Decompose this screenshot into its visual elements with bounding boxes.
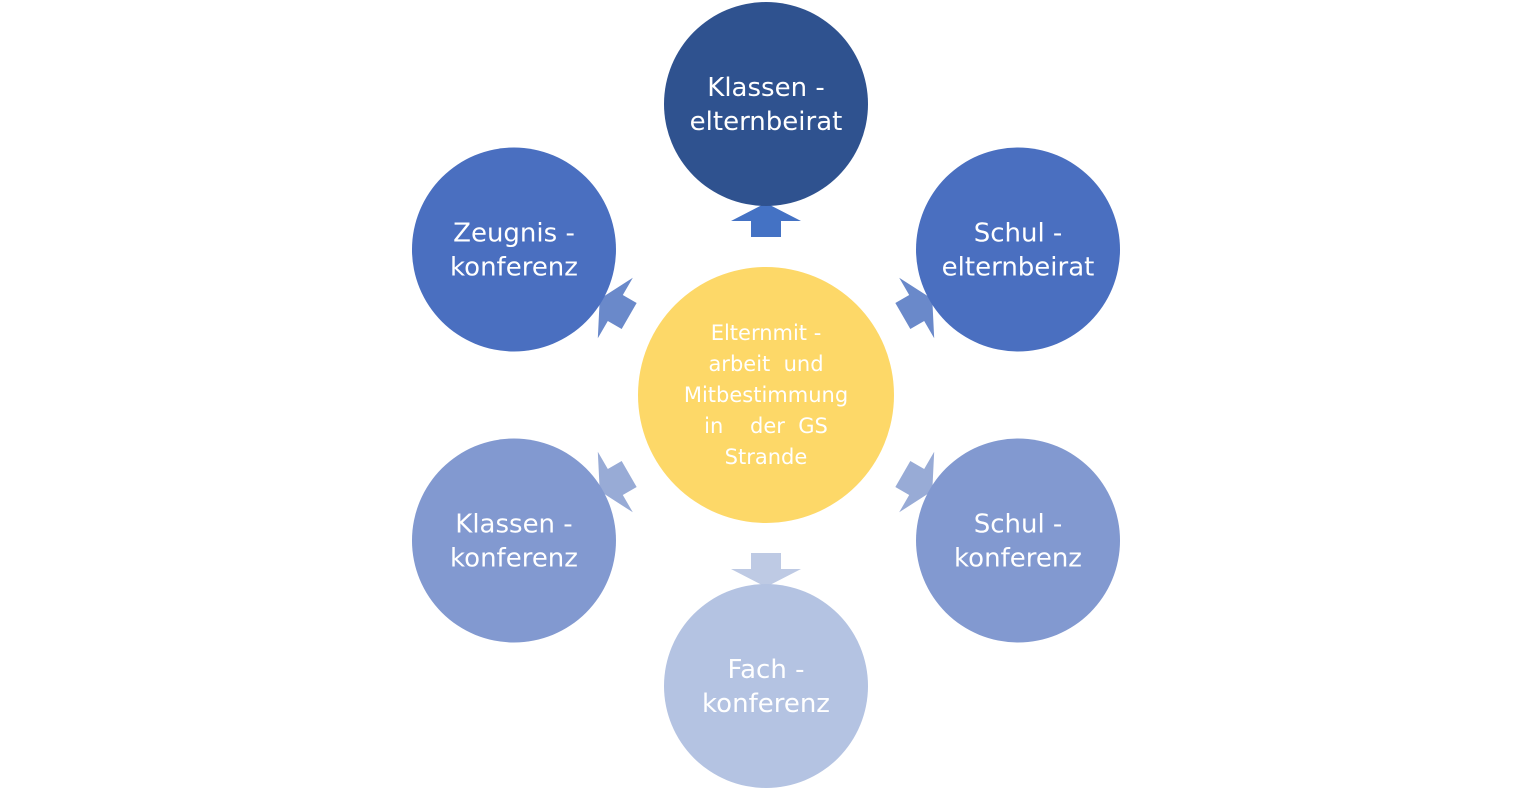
node-label-line: Zeugnis - bbox=[453, 219, 575, 249]
center-label-line: in der GS bbox=[704, 414, 828, 438]
node-label-line: konferenz bbox=[450, 253, 578, 283]
center-circle bbox=[638, 267, 894, 523]
node-label-line: konferenz bbox=[954, 544, 1082, 574]
node-label: Klassen - elternbeirat bbox=[690, 73, 843, 137]
arrow-to-zeugniskonferenz bbox=[597, 277, 637, 339]
center-label-line: Mitbestimmung bbox=[684, 383, 848, 407]
arrow-to-fachkonferenz bbox=[731, 553, 801, 587]
node-label-line: Schul - bbox=[974, 510, 1063, 540]
node-circle bbox=[411, 438, 616, 643]
center-label-line: Strande bbox=[725, 445, 808, 469]
arrow-to-schulkonferenz bbox=[895, 451, 935, 513]
node-label-line: Klassen - bbox=[455, 510, 572, 540]
node-label-line: konferenz bbox=[450, 544, 578, 574]
node-label-line: Klassen - bbox=[707, 73, 824, 103]
node-label: Klassen - konferenz bbox=[450, 510, 578, 574]
arrow-to-schulelternbeirat bbox=[895, 277, 935, 339]
arrows-layer bbox=[597, 203, 935, 587]
node-label-line: elternbeirat bbox=[942, 253, 1095, 283]
node-schulkonferenz: Schul - konferenz bbox=[916, 438, 1121, 643]
center-label-line: arbeit und bbox=[708, 352, 823, 376]
node-label-line: konferenz bbox=[702, 689, 830, 719]
node-zeugniskonferenz: Zeugnis - konferenz bbox=[411, 147, 616, 352]
node-label: Zeugnis - konferenz bbox=[450, 219, 578, 283]
node-label: Schul - elternbeirat bbox=[942, 219, 1095, 283]
node-circle bbox=[916, 147, 1121, 352]
node-circle bbox=[664, 2, 868, 206]
node-label-line: Fach - bbox=[728, 655, 805, 685]
arrow-to-klassenkonferenz bbox=[597, 451, 637, 513]
node-circle bbox=[411, 147, 616, 352]
center-label-line: Elternmit - bbox=[711, 321, 822, 345]
node-label-line: elternbeirat bbox=[690, 107, 843, 137]
node-label: Fach - konferenz bbox=[702, 655, 830, 719]
node-fachkonferenz: Fach - konferenz bbox=[664, 584, 868, 788]
node-schulelternbeirat: Schul - elternbeirat bbox=[916, 147, 1121, 352]
node-circle bbox=[916, 438, 1121, 643]
node-circle bbox=[664, 584, 868, 788]
node-klassenelternbeirat: Klassen - elternbeirat bbox=[664, 2, 868, 206]
node-klassenkonferenz: Klassen - konferenz bbox=[411, 438, 616, 643]
node-label-line: Schul - bbox=[974, 219, 1063, 249]
arrow-to-klassenelternbeirat bbox=[731, 203, 801, 237]
node-label: Schul - konferenz bbox=[954, 510, 1082, 574]
